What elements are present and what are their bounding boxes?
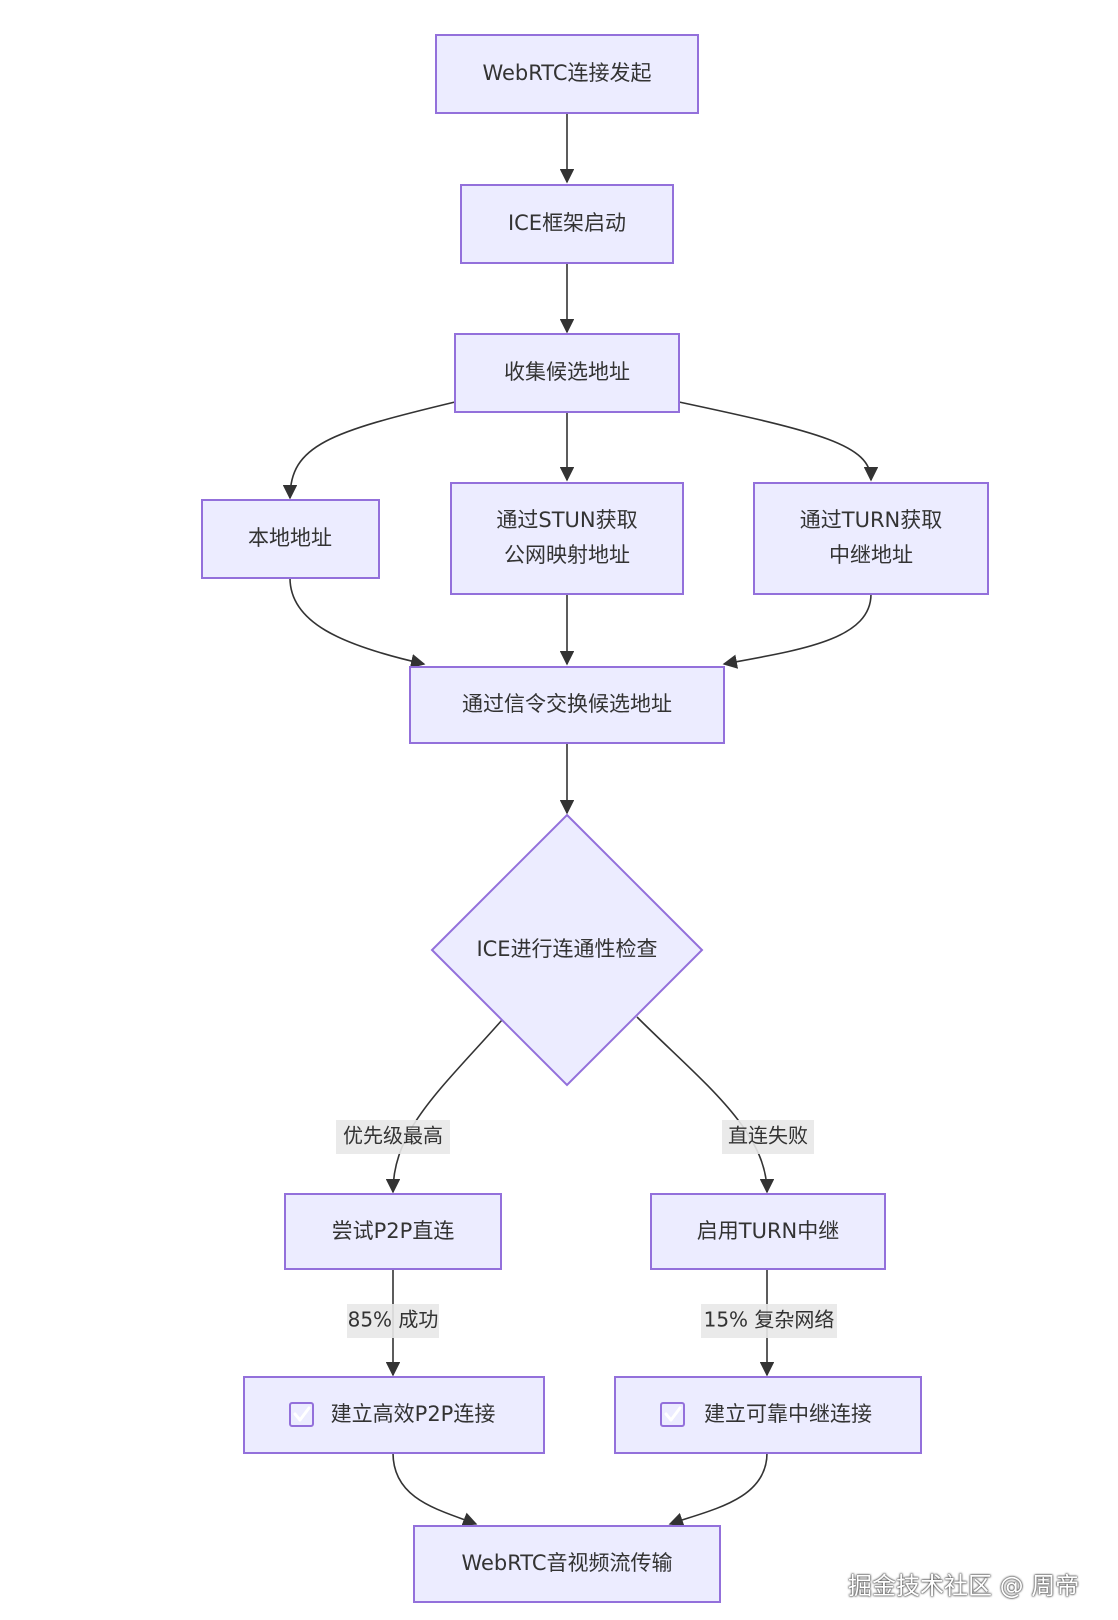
- node-ice-start: ICE框架启动: [460, 184, 674, 264]
- edge-label-priority: 优先级最高: [336, 1120, 450, 1154]
- node-signaling-exchange: 通过信令交换候选地址: [409, 666, 725, 744]
- node-ice-start-label: ICE框架启动: [508, 211, 626, 235]
- edge-local-to-exchange: [289, 577, 426, 669]
- node-try-p2p-label: 尝试P2P直连: [332, 1219, 455, 1243]
- node-gather-candidates: 收集候选地址: [454, 333, 680, 413]
- edge-check-to-turnrelay: [636, 1016, 775, 1194]
- node-stun-address-line1: 通过STUN获取: [496, 508, 637, 532]
- node-turn-address-line2: 中继地址: [829, 543, 913, 567]
- edge-label-complex-net: 15% 复杂网络: [701, 1304, 837, 1338]
- node-connectivity-check-label: ICE进行连通性检查: [476, 937, 657, 961]
- node-gather-candidates-label: 收集候选地址: [504, 360, 630, 384]
- edge-label-direct-fail-text: 直连失败: [728, 1124, 808, 1148]
- node-enable-turn: 启用TURN中继: [650, 1193, 886, 1270]
- edge-label-direct-fail: 直连失败: [722, 1120, 814, 1154]
- node-stun-address: 通过STUN获取 公网映射地址: [450, 482, 684, 595]
- node-p2p-established-label: 建立高效P2P连接: [331, 1402, 496, 1426]
- check-mark-icon: [660, 1402, 685, 1427]
- node-media-transfer: WebRTC音视频流传输: [413, 1525, 721, 1603]
- edge-label-p2p-success-text: 85% 成功: [348, 1308, 439, 1332]
- edge-gather-to-local: [282, 401, 456, 500]
- node-media-transfer-label: WebRTC音视频流传输: [461, 1551, 672, 1575]
- node-stun-address-line2: 公网映射地址: [504, 543, 630, 567]
- node-webrtc-start-label: WebRTC连接发起: [482, 61, 651, 85]
- edge-label-complex-net-text: 15% 复杂网络: [704, 1308, 835, 1332]
- check-mark-icon: [289, 1402, 314, 1427]
- node-local-address-label: 本地地址: [248, 526, 332, 550]
- edge-label-p2p-success: 85% 成功: [347, 1304, 439, 1338]
- node-relay-established-label: 建立可靠中继连接: [704, 1402, 872, 1426]
- node-p2p-established: 建立高效P2P连接: [243, 1376, 545, 1454]
- node-turn-address-line1: 通过TURN获取: [800, 508, 943, 532]
- edge-turn-to-exchange: [722, 593, 872, 669]
- node-try-p2p: 尝试P2P直连: [284, 1193, 502, 1270]
- node-webrtc-start: WebRTC连接发起: [435, 34, 699, 114]
- node-signaling-exchange-label: 通过信令交换候选地址: [462, 692, 672, 716]
- edge-gather-to-turn: [678, 401, 879, 482]
- edge-relayok-to-media: [668, 1452, 768, 1527]
- node-connectivity-check: ICE进行连通性检查: [430, 813, 704, 1087]
- edge-label-priority-text: 优先级最高: [343, 1124, 443, 1148]
- node-enable-turn-label: 启用TURN中继: [697, 1219, 840, 1243]
- watermark: 掘金技术社区 @ 周帝: [848, 1572, 1080, 1600]
- edge-p2pok-to-media: [392, 1452, 478, 1527]
- edge-check-to-p2p: [385, 1019, 503, 1194]
- node-turn-address: 通过TURN获取 中继地址: [753, 482, 989, 595]
- node-relay-established: 建立可靠中继连接: [614, 1376, 922, 1454]
- node-local-address: 本地地址: [201, 499, 380, 579]
